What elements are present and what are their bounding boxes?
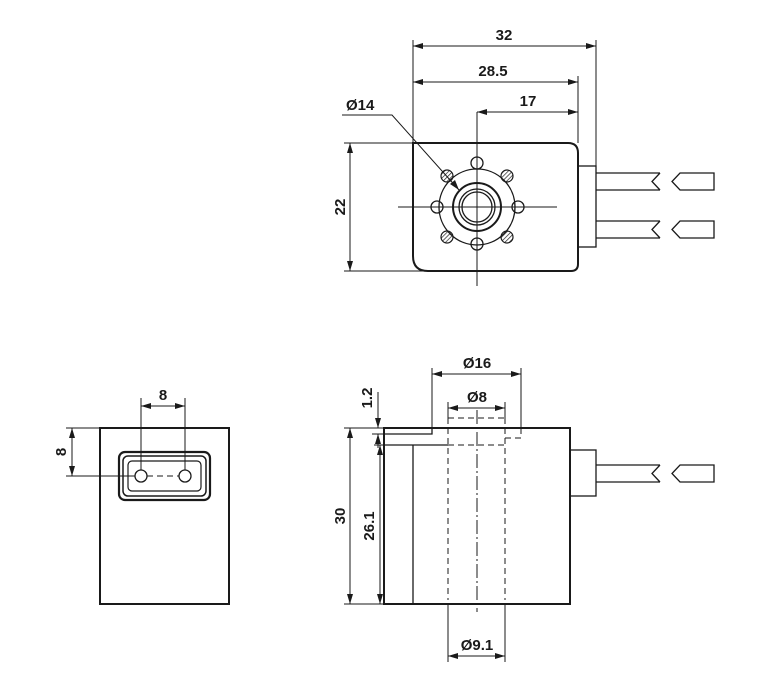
- top-view-body-outline: [412, 142, 579, 272]
- top-view-hole-right: [511, 200, 525, 214]
- connector-pin-right: [178, 469, 192, 483]
- top-view-hole-hatched-br: [500, 230, 514, 244]
- top-view-hole-left: [430, 200, 444, 214]
- side-view-cable: [596, 464, 661, 483]
- side-view-cable-gland: [569, 449, 597, 497]
- connector-view: 8 8: [53, 387, 230, 605]
- dim-leader-d14: [342, 114, 460, 191]
- connector-socket-inner: [127, 460, 202, 492]
- side-view-body: [383, 427, 571, 605]
- top-view-cable-end-lower: [671, 220, 715, 239]
- dim-label-d8: Ø8: [467, 389, 487, 406]
- dim-label-30: 30: [332, 508, 349, 525]
- dim-label-32: 32: [496, 27, 513, 44]
- top-view-cable-end-upper: [671, 172, 715, 191]
- dim-label-d16: Ø16: [463, 355, 491, 372]
- side-view: Ø16 Ø8 Ø9.1 1.2 30 26.1: [332, 355, 715, 662]
- dim-label-pin-height: 8: [53, 448, 70, 456]
- top-view-bore-core: [461, 191, 493, 223]
- side-view-collar-dashed: [431, 428, 522, 439]
- dim-label-pin-spacing: 8: [159, 387, 167, 404]
- top-view-hole-hatched-bl: [440, 230, 454, 244]
- top-view-cable-gland: [577, 165, 597, 248]
- dim-label-1-2: 1.2: [359, 388, 376, 409]
- top-view: 32 28.5 17 Ø14 22: [332, 27, 715, 286]
- top-view-bore-inner: [458, 188, 496, 226]
- side-view-cable-end: [671, 464, 715, 483]
- connector-pin-left: [134, 469, 148, 483]
- dim-label-22: 22: [332, 199, 349, 216]
- dim-label-17: 17: [520, 93, 537, 110]
- dim-label-28-5: 28.5: [478, 63, 507, 80]
- top-view-hole-hatched-tr: [500, 169, 514, 183]
- top-view-bore-outer: [452, 182, 502, 232]
- top-view-cable-lower: [596, 220, 661, 239]
- top-view-hole-bottom: [470, 237, 484, 251]
- dim-label-d14: Ø14: [346, 97, 375, 114]
- top-view-hole-top: [470, 156, 484, 170]
- dim-label-26-1: 26.1: [361, 511, 378, 540]
- connector-view-body: [99, 427, 230, 605]
- top-view-cable-upper: [596, 172, 661, 191]
- dim-label-d9-1: Ø9.1: [461, 637, 494, 654]
